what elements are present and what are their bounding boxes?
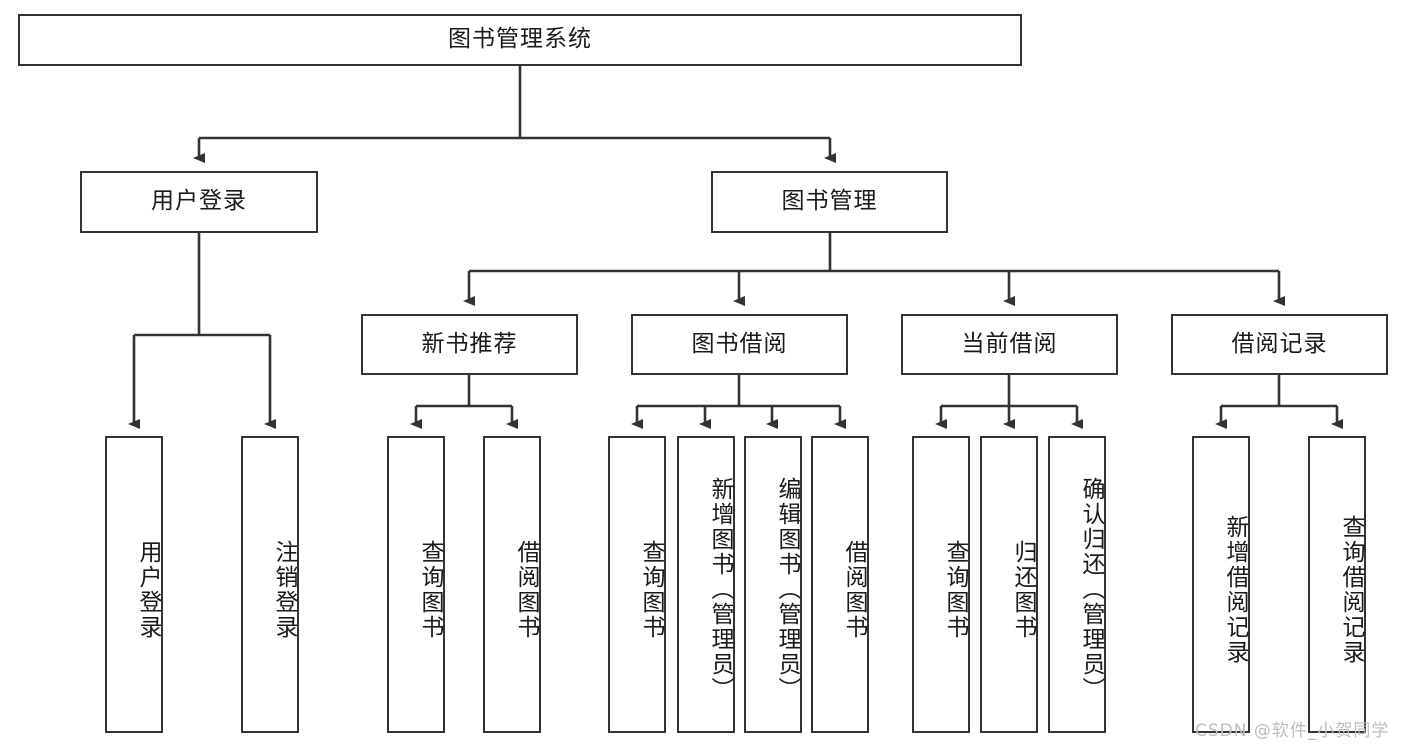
node-new-book-recommend[interactable]: 新书推荐: [361, 314, 578, 375]
node-leaf-user-login-label: 用户登录: [135, 539, 161, 640]
node-leaf-borrow-book-2[interactable]: 借阅图书: [811, 436, 869, 733]
node-user-login[interactable]: 用户登录: [80, 171, 318, 233]
node-leaf-query-record[interactable]: 查询借阅记录: [1308, 436, 1366, 733]
node-leaf-add-record[interactable]: 新增借阅记录: [1192, 436, 1250, 733]
node-leaf-query-book-2[interactable]: 查询图书: [608, 436, 666, 733]
node-leaf-query-book-1[interactable]: 查询图书: [387, 436, 445, 733]
node-leaf-confirm-return[interactable]: 确认归还（管理员）: [1048, 436, 1106, 733]
node-leaf-return-book-label: 归还图书: [1010, 539, 1036, 640]
node-leaf-user-logout-label: 注销登录: [271, 539, 297, 640]
node-leaf-user-login[interactable]: 用户登录: [105, 436, 163, 733]
node-leaf-query-book-3-label: 查询图书: [942, 539, 968, 640]
node-leaf-confirm-return-label: 确认归还（管理员）: [1078, 477, 1104, 702]
node-leaf-return-book[interactable]: 归还图书: [980, 436, 1038, 733]
node-user-login-label: 用户登录: [151, 188, 247, 215]
node-leaf-add-record-label: 新增借阅记录: [1222, 514, 1248, 665]
edge-group-user-login: [128, 233, 276, 429]
node-book-manage[interactable]: 图书管理: [711, 171, 948, 233]
node-leaf-edit-book[interactable]: 编辑图书（管理员）: [744, 436, 802, 733]
node-leaf-query-book-1-label: 查询图书: [417, 539, 443, 640]
node-current-borrow-label: 当前借阅: [961, 330, 1058, 357]
watermark: CSDN @软件_小贺同学: [1195, 721, 1390, 741]
node-leaf-user-logout[interactable]: 注销登录: [241, 436, 299, 733]
edge-group-book-borrow: [631, 375, 846, 429]
node-borrow-record-label: 借阅记录: [1231, 330, 1328, 357]
node-leaf-query-book-2-label: 查询图书: [638, 539, 664, 640]
node-book-borrow[interactable]: 图书借阅: [631, 314, 848, 375]
node-leaf-add-book-label: 新增图书（管理员）: [707, 477, 733, 702]
node-leaf-borrow-book-2-label: 借阅图书: [841, 539, 867, 640]
edge-group-current-borrow: [935, 375, 1083, 429]
node-leaf-query-record-label: 查询借阅记录: [1338, 514, 1364, 665]
edge-group-root: [193, 66, 836, 163]
edge-group-borrow-record: [1215, 375, 1343, 429]
node-book-borrow-label: 图书借阅: [691, 330, 788, 357]
node-leaf-edit-book-label: 编辑图书（管理员）: [774, 477, 800, 702]
node-book-manage-label: 图书管理: [781, 188, 878, 215]
node-borrow-record[interactable]: 借阅记录: [1171, 314, 1388, 375]
node-leaf-query-book-3[interactable]: 查询图书: [912, 436, 970, 733]
node-leaf-borrow-book-1-label: 借阅图书: [513, 539, 539, 640]
node-new-book-recommend-label: 新书推荐: [421, 330, 518, 357]
node-leaf-borrow-book-1[interactable]: 借阅图书: [483, 436, 541, 733]
node-current-borrow[interactable]: 当前借阅: [901, 314, 1118, 375]
edge-group-new-book-recommend: [410, 375, 518, 429]
node-leaf-add-book[interactable]: 新增图书（管理员）: [677, 436, 735, 733]
edge-group-book-manage: [463, 233, 1285, 306]
node-root[interactable]: 图书管理系统: [18, 14, 1022, 66]
node-root-label: 图书管理系统: [448, 26, 592, 53]
